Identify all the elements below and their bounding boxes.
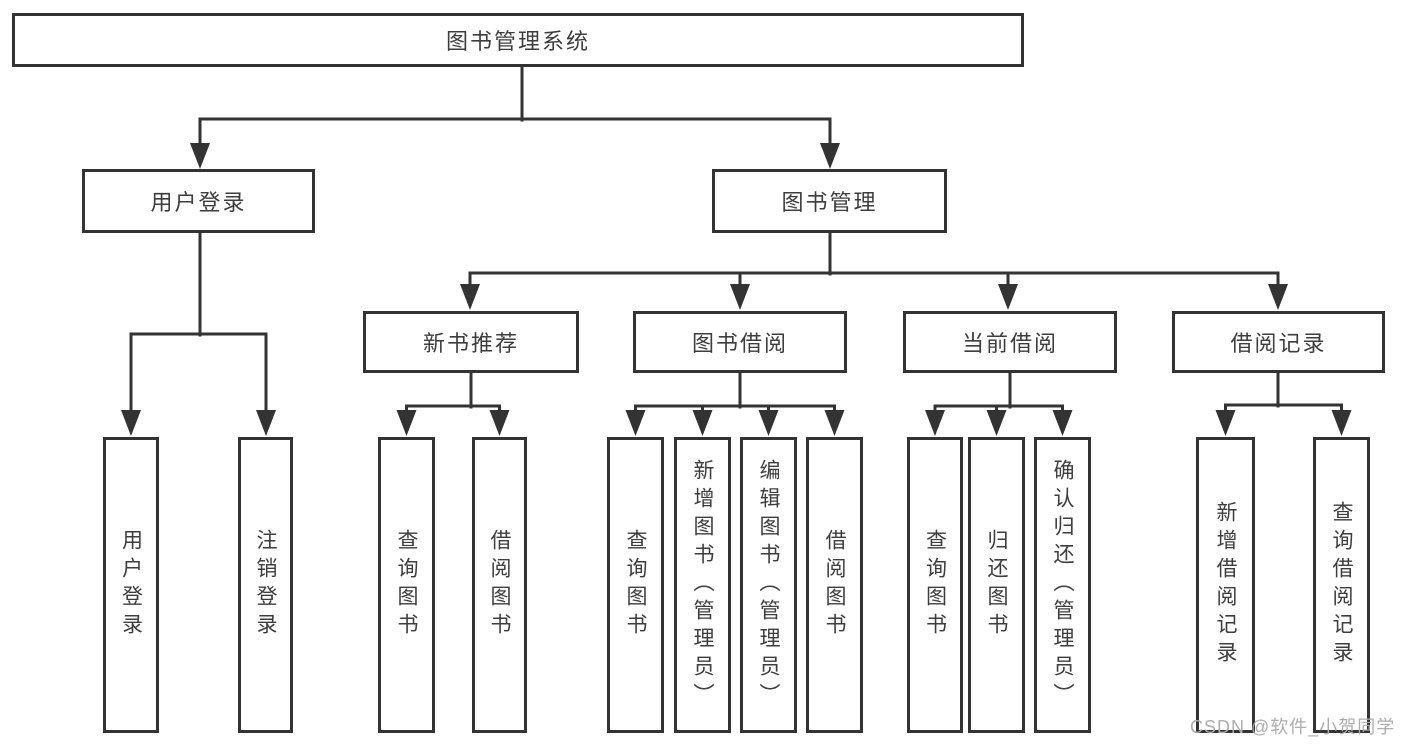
node-label: 新增借阅记录 xyxy=(1214,501,1237,669)
node-label: 确认归还（管理员） xyxy=(1051,459,1074,711)
leaf-records-query-record: 查询借阅记录 xyxy=(1313,437,1370,733)
node-new-book-recommend: 新书推荐 xyxy=(363,311,579,373)
node-library-management-system: 图书管理系统 xyxy=(12,13,1024,67)
leaf-current-query-books: 查询图书 xyxy=(907,437,963,733)
node-label: 归还图书 xyxy=(985,529,1008,641)
node-label: 查询借阅记录 xyxy=(1330,501,1353,669)
node-label: 编辑图书（管理员） xyxy=(757,459,780,711)
node-label: 借阅图书 xyxy=(823,529,846,641)
leaf-newbook-query-books: 查询图书 xyxy=(378,437,435,733)
node-label: 图书管理 xyxy=(781,190,878,215)
leaf-borrowing-edit-books-admin: 编辑图书（管理员） xyxy=(740,437,797,733)
tree-edge-lines xyxy=(129,65,1343,414)
node-label: 查询图书 xyxy=(395,529,418,641)
node-label: 新增图书（管理员） xyxy=(691,459,714,711)
node-book-borrowing: 图书借阅 xyxy=(633,311,847,373)
leaf-newbook-borrow-books: 借阅图书 xyxy=(472,437,527,733)
node-label: 借阅图书 xyxy=(488,529,511,641)
node-label: 图书管理系统 xyxy=(445,29,590,54)
node-label: 借阅记录 xyxy=(1230,331,1327,356)
node-label: 图书借阅 xyxy=(691,331,788,356)
leaf-current-return-books: 归还图书 xyxy=(968,437,1025,733)
leaf-records-add-record: 新增借阅记录 xyxy=(1196,437,1255,733)
leaf-logout: 注销登录 xyxy=(238,437,293,733)
node-label: 当前借阅 xyxy=(961,331,1058,356)
leaf-borrowing-borrow-books: 借阅图书 xyxy=(806,437,863,733)
node-label: 用户登录 xyxy=(119,529,143,641)
node-label: 新书推荐 xyxy=(422,331,519,356)
node-label: 查询图书 xyxy=(624,529,647,641)
node-current-borrowing: 当前借阅 xyxy=(903,311,1117,373)
arrowhead-icons xyxy=(121,143,1352,436)
node-user-login: 用户登录 xyxy=(82,169,315,233)
node-borrowing-records: 借阅记录 xyxy=(1172,311,1385,373)
node-book-management: 图书管理 xyxy=(712,169,947,233)
leaf-borrowing-add-books-admin: 新增图书（管理员） xyxy=(674,437,731,733)
node-label: 用户登录 xyxy=(150,190,247,215)
node-label: 查询图书 xyxy=(923,529,947,641)
leaf-user-login: 用户登录 xyxy=(103,437,159,733)
leaf-current-confirm-return-admin: 确认归还（管理员） xyxy=(1034,437,1091,733)
leaf-borrowing-query-books: 查询图书 xyxy=(607,437,664,733)
node-label: 注销登录 xyxy=(254,529,277,641)
csdn-watermark: CSDN @软件_小贺同学 xyxy=(1190,717,1396,737)
